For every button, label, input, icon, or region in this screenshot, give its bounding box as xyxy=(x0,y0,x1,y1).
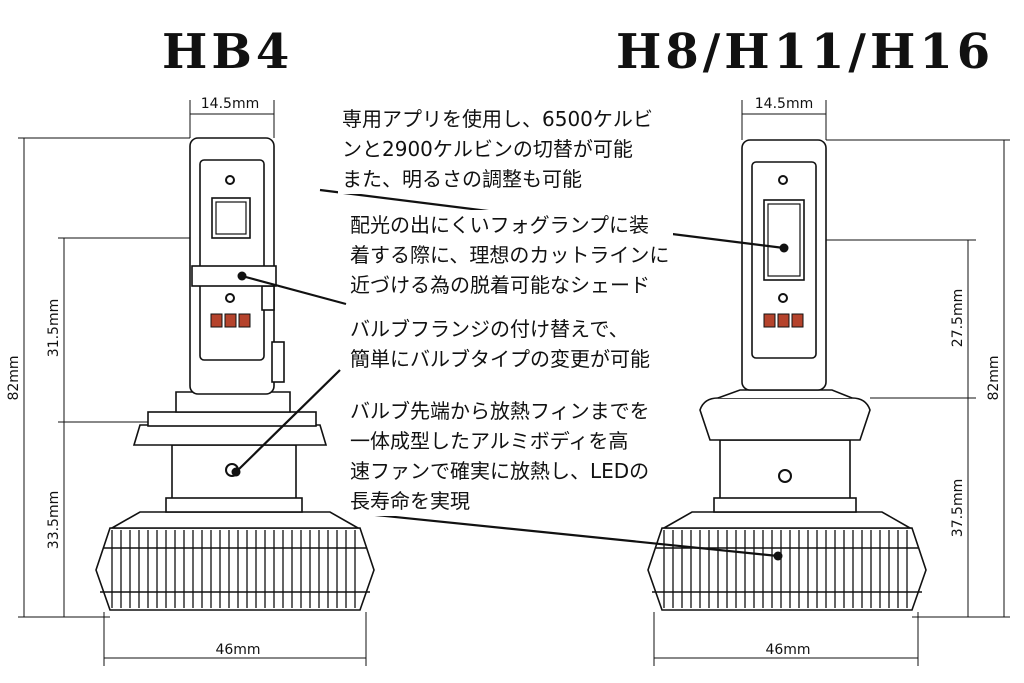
callout-line: 着する際に、理想のカットラインに xyxy=(350,243,670,267)
h8-lower-height-label: 37.5mm xyxy=(950,479,966,537)
callout-line: バルブフランジの付け替えで、 xyxy=(350,317,629,341)
dimension-lines xyxy=(18,100,1010,666)
callout-line: ンと2900ケルビンの切替が可能 xyxy=(342,137,633,161)
h8-heatsink xyxy=(647,527,927,611)
hb4-lower-height-label: 33.5mm xyxy=(46,491,62,549)
callout-line: 専用アプリを使用し、6500ケルビ xyxy=(342,107,653,131)
callout-shade: 配光の出にくいフォグランプに装 着する際に、理想のカットラインに 近づける為の脱… xyxy=(346,210,674,300)
callout-line: 速ファンで確実に放熱し、LEDの xyxy=(350,459,650,483)
callout-line: 長寿命を実現 xyxy=(350,489,470,513)
callout-line: 簡単にバルブタイプの変更が可能 xyxy=(350,347,650,371)
callout-line: 一体成型したアルミボディを高 xyxy=(350,429,629,453)
hb4-upper-height-label: 31.5mm xyxy=(46,299,62,357)
callout-fins: バルブ先端から放熱フィンまでを 一体成型したアルミボディを高 速ファンで確実に放… xyxy=(346,396,654,516)
callout-line: また、明るさの調整も可能 xyxy=(342,167,582,191)
h8-base-width-label: 46mm xyxy=(765,642,810,658)
h8-led-board xyxy=(763,175,805,483)
callout-app-color: 専用アプリを使用し、6500ケルビ ンと2900ケルビンの切替が可能 また、明る… xyxy=(338,104,657,194)
h8-upper-height-label: 27.5mm xyxy=(950,289,966,347)
hb4-heatsink xyxy=(95,527,375,611)
hb4-base-width-label: 46mm xyxy=(215,642,260,658)
callout-flange: バルブフランジの付け替えで、 簡単にバルブタイプの変更が可能 xyxy=(346,314,654,374)
hb4-title: HB4 xyxy=(162,24,294,80)
hb4-total-height-label: 82mm xyxy=(6,355,22,400)
h8-total-height-label: 82mm xyxy=(986,355,1002,400)
callout-line: 近づける為の脱着可能なシェード xyxy=(350,273,650,297)
hb4-top-width-label: 14.5mm xyxy=(201,96,259,112)
h8-h11-h16-title: H8/H11/H16 xyxy=(616,24,995,80)
callout-line: 配光の出にくいフォグランプに装 xyxy=(350,213,649,237)
hb4-bulb-drawing xyxy=(95,137,375,611)
h8-top-width-label: 14.5mm xyxy=(755,96,813,112)
callout-line: バルブ先端から放熱フィンまでを xyxy=(350,399,650,423)
